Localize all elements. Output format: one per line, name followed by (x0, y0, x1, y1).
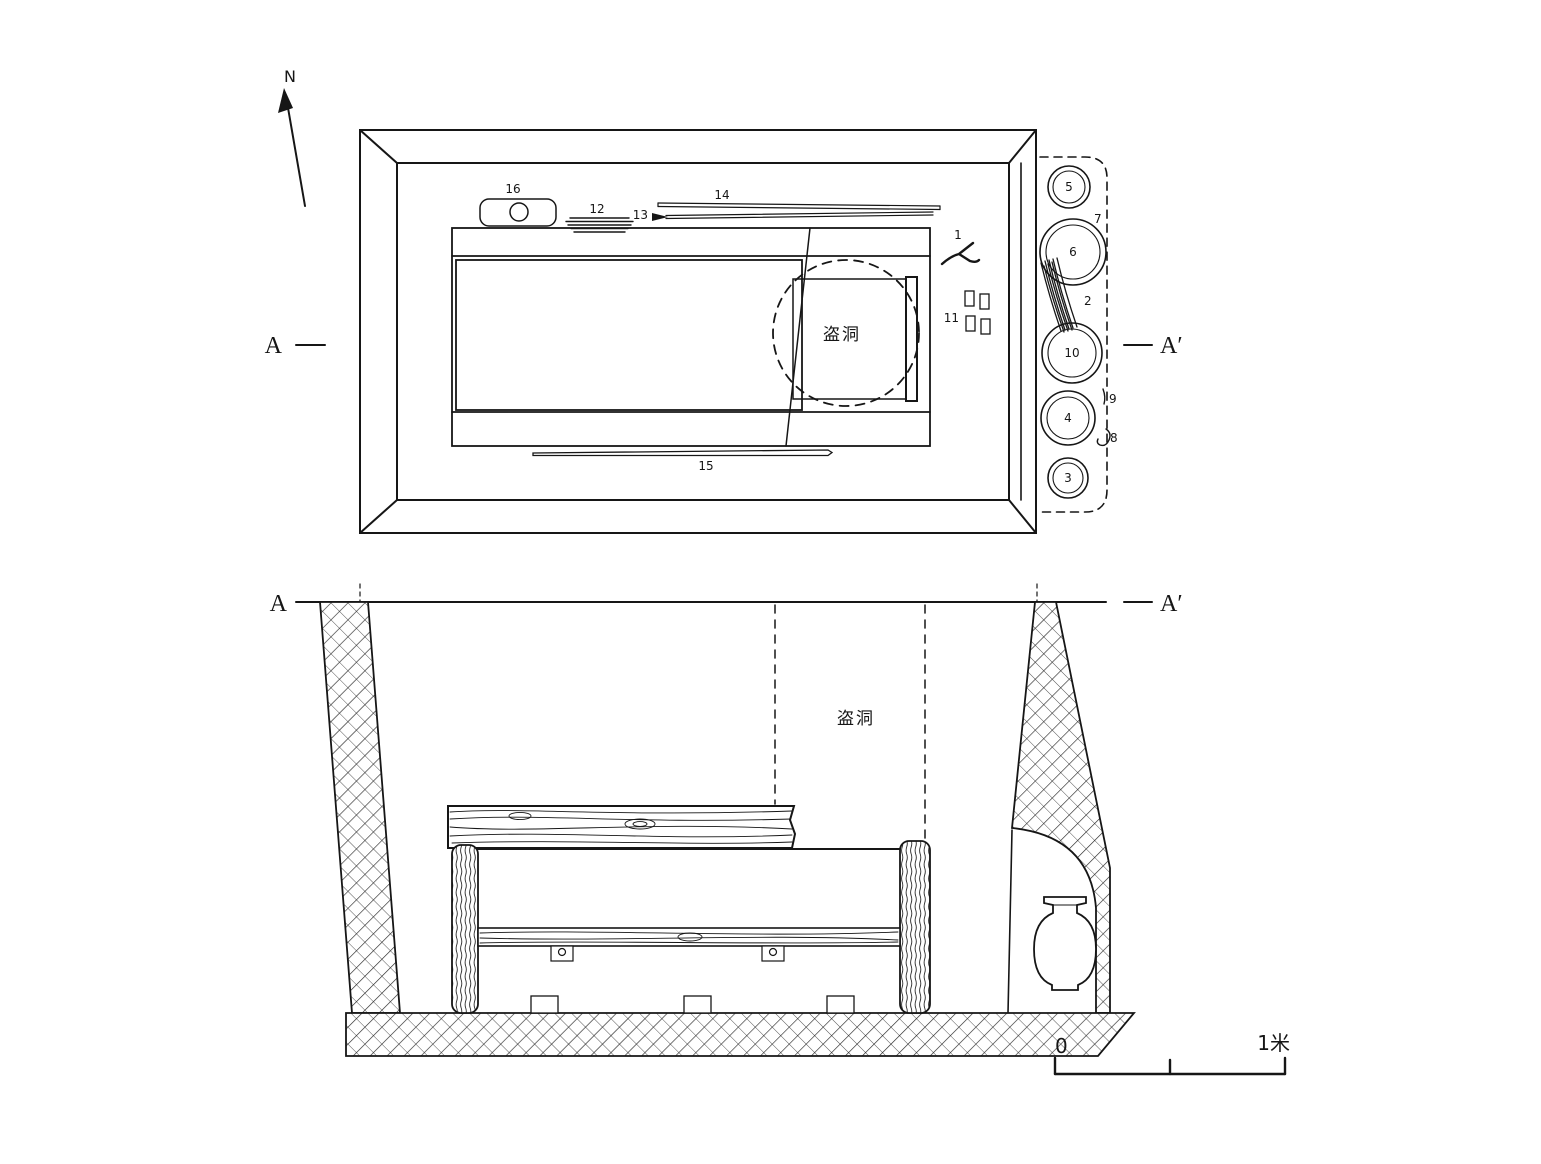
plan-section-label-a: A (265, 333, 283, 359)
north-arrow-head (278, 88, 293, 113)
artifact-1: 1 (940, 228, 981, 266)
artifact-16: 16 (479, 182, 557, 227)
section-label-a-prime: A′ (1160, 591, 1183, 617)
artifact-15: 15 (532, 449, 834, 473)
artifact-16-shape (479, 198, 557, 227)
vessel-6: 6 (1039, 218, 1107, 286)
scale-zero-label: 0 (1055, 1034, 1068, 1058)
artifact-2-bundle: 2 (1040, 257, 1092, 333)
plan-section-label-a-prime: A′ (1160, 333, 1183, 359)
artifact-11: 11 (944, 290, 991, 335)
artifact-12-label: 12 (589, 202, 604, 216)
artifact-12: 12 (565, 202, 634, 233)
artifact-13-head (652, 213, 668, 221)
artifact-13: 13 (633, 208, 934, 222)
pit-outer-edge (359, 129, 1037, 534)
robber-hole-section: 盗洞 (774, 604, 926, 841)
artifact-8-label: 8 (1110, 431, 1118, 445)
section-label-a: A (270, 591, 288, 617)
north-arrow: N (278, 67, 306, 207)
vessel-4: 4 (1040, 390, 1096, 446)
vessel-10: 10 (1041, 322, 1103, 384)
coffin-bottom-plank (477, 927, 901, 947)
vessel-5-label: 5 (1065, 180, 1073, 194)
vessel-6-label: 6 (1069, 245, 1077, 259)
niche-pot (1033, 896, 1097, 991)
north-label: N (284, 67, 296, 86)
inner-coffin-plan (455, 259, 803, 411)
pit-inner-edge (396, 162, 1010, 501)
robber-hole-plan: 盗洞 (772, 259, 920, 407)
plan-section-line-left: A (265, 333, 326, 359)
coffin-plan (451, 227, 931, 447)
artifact-15-label: 15 (698, 459, 713, 473)
floor-support-blocks (530, 995, 855, 1014)
coffin-section (447, 805, 931, 1014)
coffin-bottom-grain (479, 931, 899, 944)
plan-section-line-right: A′ (1123, 333, 1183, 359)
artifact-11-label: 11 (944, 311, 959, 325)
artifact-8: 8 (1096, 428, 1118, 447)
robber-hole-circle (772, 259, 920, 407)
artifact-1-label: 1 (954, 228, 962, 242)
artifact-9-label: 9 (1109, 392, 1117, 406)
vessel-5: 5 (1047, 165, 1091, 209)
robber-hole-label-section: 盗洞 (837, 709, 875, 729)
section-view: A A′ 盗洞 (270, 583, 1290, 1076)
vessel-10-label: 10 (1064, 346, 1079, 360)
artifact-14: 14 (657, 188, 941, 211)
plank-spacers (550, 945, 785, 962)
coffin-lid-grain (449, 810, 793, 844)
coffin-end-board-left (451, 844, 479, 1014)
vessel-4-label: 4 (1064, 411, 1072, 425)
disturbed-edge-line (785, 227, 811, 447)
tomb-pit-frame (359, 129, 1037, 534)
artifact-14-label: 14 (714, 188, 729, 202)
robber-hole-label-plan: 盗洞 (823, 325, 861, 345)
pit-wall-left (319, 601, 401, 1014)
plan-view: N A A′ (265, 67, 1183, 534)
vessel-3-label: 3 (1064, 471, 1072, 485)
scale-max-label: 1米 (1257, 1031, 1290, 1055)
pit-floor (345, 1012, 1136, 1057)
artifact-16-label: 16 (505, 182, 520, 196)
artifact-7-label: 7 (1094, 212, 1102, 226)
scale-bar: 0 1米 (1053, 1031, 1290, 1076)
section-ground-line: A A′ (270, 583, 1183, 617)
pit-wall-right-inner-line (1007, 829, 1013, 1014)
coffin-end-board-right (899, 840, 931, 1014)
artifact-2-label: 2 (1084, 294, 1092, 308)
artifact-9: 9 (1102, 388, 1117, 406)
vessel-3: 3 (1047, 457, 1089, 499)
coffin-end-board-plan (905, 276, 918, 402)
artifact-7: 7 (1094, 212, 1102, 226)
artifact-13-label: 13 (633, 208, 648, 222)
